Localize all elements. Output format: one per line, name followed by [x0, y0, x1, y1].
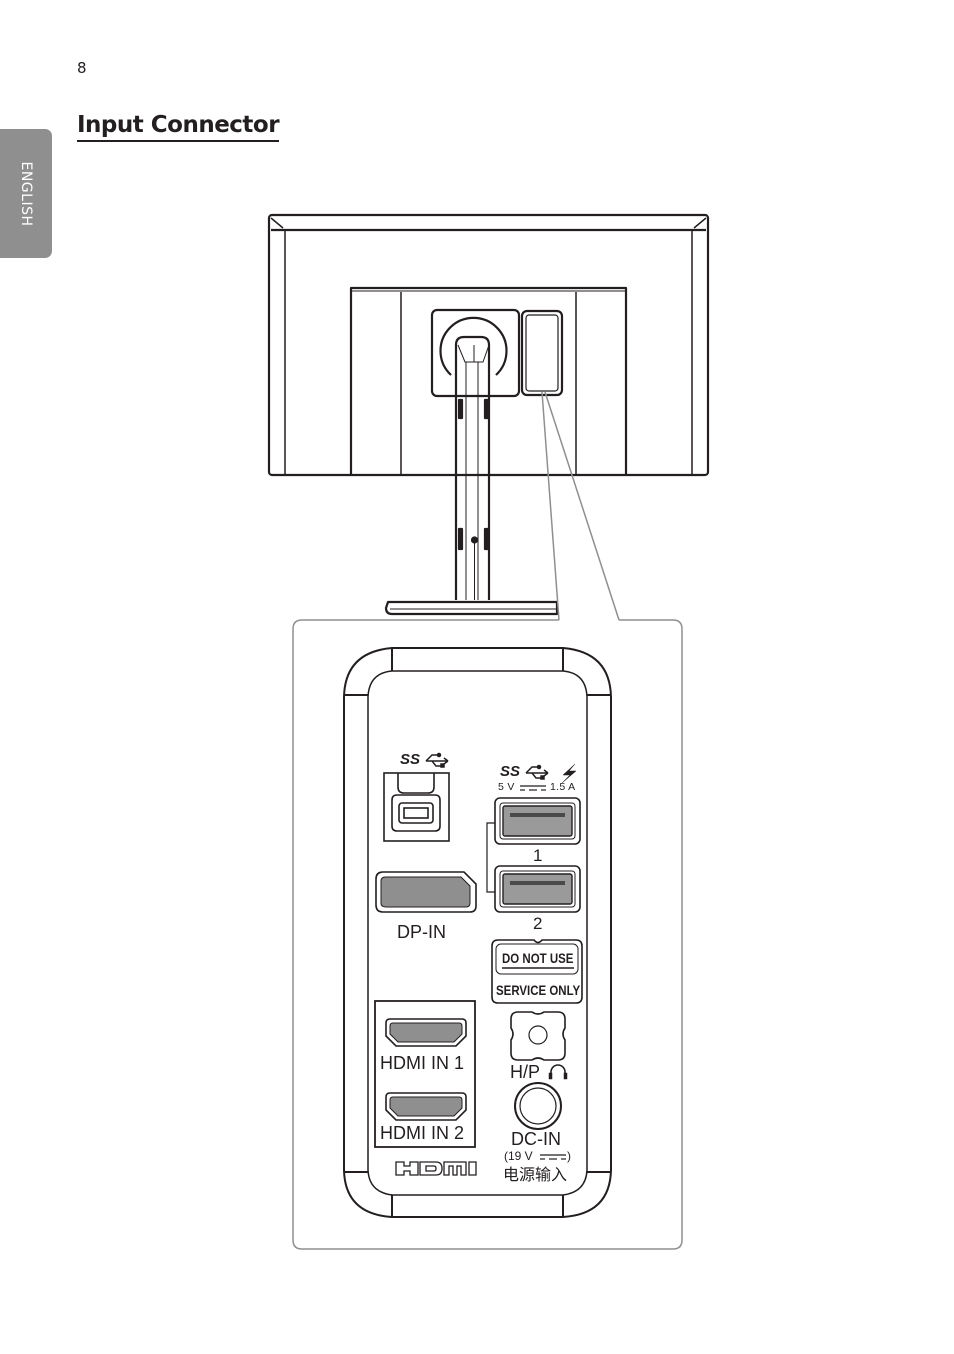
- hdmi-in-2-label: HDMI IN 2: [380, 1123, 465, 1143]
- headphone-port: [510, 1011, 566, 1061]
- usb-voltage-rating: 5 V: [498, 781, 515, 793]
- usb-downstream-logo: SS: [500, 763, 521, 780]
- usb-upstream-logo: SS: [400, 751, 421, 768]
- dc-in-port: [514, 1082, 562, 1130]
- dp-in-label: DP-IN: [397, 922, 446, 942]
- service-line-1: DO NOT USE: [502, 950, 574, 966]
- service-port: [491, 939, 583, 1004]
- usb-a-port-2: [494, 865, 581, 913]
- callout-frame: [292, 619, 683, 1250]
- usb-superspeed-icon: [425, 752, 449, 768]
- hdmi-port-1: [385, 1018, 467, 1047]
- dc-in-label: DC-IN: [511, 1129, 561, 1149]
- usb-b-port: [383, 772, 450, 842]
- headphone-icon: [550, 1064, 566, 1077]
- lightning-icon: [561, 763, 577, 784]
- usb-superspeed-icon: [525, 764, 549, 780]
- usb-port-1-label: 1: [533, 846, 543, 865]
- hdmi-in-1-label: HDMI IN 1: [380, 1053, 465, 1073]
- hdmi-logo-icon: [395, 1161, 477, 1176]
- dc-in-rating-close: ): [567, 1149, 571, 1163]
- page-title: Input Connector: [77, 110, 280, 142]
- usb-port-2-label: 2: [533, 914, 543, 933]
- service-line-2: SERVICE ONLY: [496, 982, 581, 998]
- dc-in-chinese-label: 电源输入: [503, 1165, 568, 1184]
- usb-a-port-1: [494, 797, 581, 845]
- dc-in-rating: (19 V: [504, 1149, 533, 1163]
- hdmi-port-2: [385, 1092, 467, 1121]
- page-number: 8: [77, 59, 87, 77]
- usb-current-rating: 1.5 A: [550, 781, 576, 793]
- headphone-label: H/P: [510, 1062, 541, 1082]
- hdmi-group-box: [374, 1000, 476, 1148]
- language-tab: ENGLISH: [0, 129, 52, 258]
- displayport-port: [375, 871, 477, 913]
